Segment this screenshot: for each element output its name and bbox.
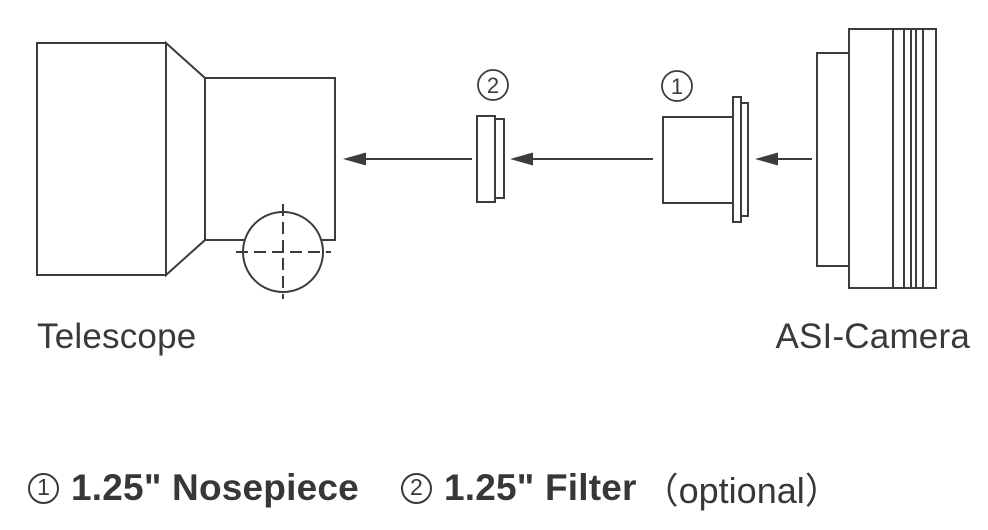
arrowhead-icon	[343, 152, 366, 166]
nosepiece-badge-circle	[661, 70, 693, 102]
camera-front-flange	[816, 52, 850, 267]
nosepiece-barrel	[662, 116, 734, 204]
filter-badge-number: 2	[487, 73, 499, 98]
legend-badge-2: 2	[400, 472, 432, 504]
legend-badge-1: 1	[28, 472, 59, 504]
filter-badge-circle	[477, 69, 509, 101]
arrowhead-icon	[510, 152, 533, 166]
legend-caption: 1 1.25" Nosepiece 2 1.25" Filter （option…	[28, 462, 841, 514]
legend-text-nosepiece: 1.25" Nosepiece	[71, 467, 359, 508]
legend-text-filter: 1.25" Filter	[443, 467, 637, 508]
legend-item-nosepiece: 1 1.25" Nosepiece	[28, 467, 359, 509]
asi-camera-drawing	[816, 28, 937, 289]
filter-front-ring	[476, 115, 496, 203]
asi-camera-label: ASI-Camera	[775, 317, 970, 356]
nosepiece-badge-number: 1	[671, 74, 683, 99]
telescope-label: Telescope	[37, 317, 197, 356]
nosepiece-drawing: 1	[661, 70, 749, 223]
telescope-drawing	[36, 40, 336, 299]
legend-note-optional: （optional）	[642, 470, 841, 511]
legend-item-filter: 2 1.25" Filter （optional）	[400, 462, 841, 514]
flow-arrow-to-telescope	[343, 152, 472, 166]
filter-back-ring	[494, 118, 505, 199]
telescope-taper	[165, 40, 206, 278]
nosepiece-flange-inner	[740, 102, 749, 217]
nosepiece-flange-outer	[732, 96, 742, 223]
telescope-focuser-body	[204, 77, 336, 241]
filter-drawing: 2	[476, 69, 509, 203]
telescope-tube	[36, 42, 167, 276]
flow-arrow-to-nosepiece	[755, 152, 812, 166]
arrowhead-icon	[755, 152, 778, 166]
flow-arrow-to-filter	[510, 152, 653, 166]
